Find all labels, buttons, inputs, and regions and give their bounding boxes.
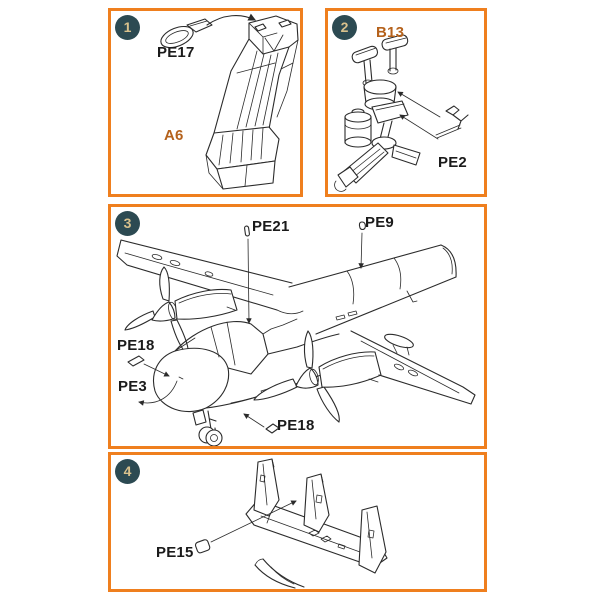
part-label-pe18-lower: PE18 [277,417,315,434]
aircraft-drawing [116,221,476,446]
step-panel-3: 3 PE21 PE9 PE18 PE3 PE18 [108,204,487,449]
step-panel-1: 1 PE17 A6 [108,8,303,197]
step-number-badge: 1 [115,15,140,40]
part-label-pe3: PE3 [118,378,147,395]
ejection-seat-drawing [160,13,299,190]
part-label-pe17: PE17 [157,44,195,61]
part-label-pe21: PE21 [252,218,290,235]
part-label-pe18-upper: PE18 [117,337,155,354]
step-number-badge: 4 [115,459,140,484]
part-label-pe15: PE15 [156,544,194,561]
part-label-pe2: PE2 [438,154,467,171]
step-panel-2: 2 B13 PE2 [325,8,487,197]
part-label-a6: A6 [164,127,184,144]
step-panel-4: 4 PE15 [108,452,487,592]
control-column-drawing [334,34,469,192]
step-number-badge: 2 [332,15,357,40]
step-number-badge: 3 [115,211,140,236]
part-label-b13: B13 [376,24,405,41]
part-label-pe9: PE9 [365,214,394,231]
tail-assembly-drawing [194,458,388,589]
